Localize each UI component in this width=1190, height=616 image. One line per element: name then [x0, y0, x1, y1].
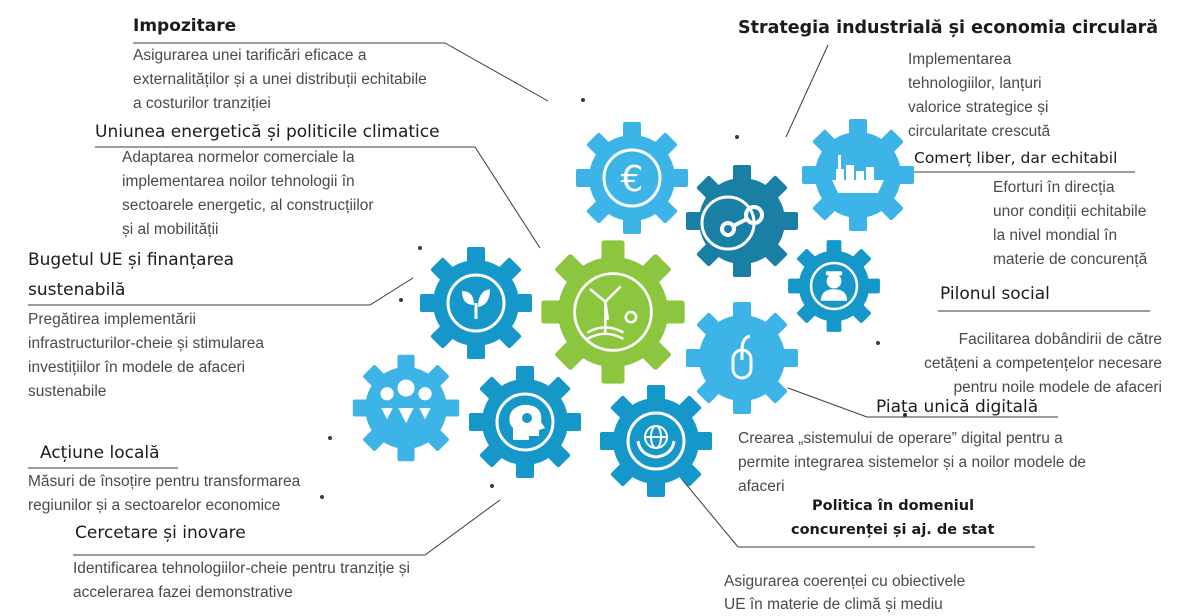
- body-line: tehnologiilor, lanțuri: [908, 75, 1042, 92]
- gear-head-lightbulb: [469, 366, 581, 478]
- body-line: regiunilor și a sectoarelor economice: [28, 497, 281, 514]
- connector-cercetare: [73, 499, 501, 556]
- body-uniunea-energetica: Adaptarea normelor comerciale la impleme…: [122, 146, 374, 242]
- dot: [581, 98, 585, 102]
- body-actiune-locala: Măsuri de însoțire pentru transformarea …: [28, 470, 300, 518]
- body-line: Eforturi în direcția: [993, 179, 1115, 196]
- body-line: externalităților și a unei distribuții e…: [133, 71, 427, 88]
- person-icon: [820, 271, 848, 301]
- body-politica-concurenta: Asigurarea coerenței cu obiectivele UE î…: [724, 570, 965, 616]
- body-line: infrastructurilor-cheie și stimularea: [28, 335, 265, 352]
- body-line: Măsuri de însoțire pentru transformarea: [28, 473, 301, 490]
- connector-politica: [679, 476, 1035, 548]
- gear-globe-hands: [600, 385, 712, 497]
- body-line: Crearea „sistemului de operare” digital …: [738, 430, 1063, 447]
- body-line: Identificarea tehnologiilor-cheie pentru…: [73, 560, 410, 577]
- body-line: permite integrarea sistemelor și a noilo…: [738, 454, 1087, 471]
- body-line: sectoarele energetic, al construcțiilor: [122, 197, 374, 214]
- body-line: valorice strategice și: [908, 99, 1049, 116]
- dot: [399, 298, 403, 302]
- body-piata-unica: Crearea „sistemului de operare” digital …: [738, 427, 1086, 499]
- title-politica-concurenta: Politica în domeniul: [812, 498, 975, 514]
- title-politica-concurenta-2: concurenței și aj. de stat: [791, 522, 995, 538]
- dot: [490, 484, 494, 488]
- body-line: și al mobilității: [122, 221, 219, 238]
- mouse-icon: [731, 334, 753, 380]
- ship-icon: [832, 155, 884, 193]
- wind-turbine-icon: [586, 285, 638, 341]
- title-piata-unica: Piața unică digitală: [876, 397, 1039, 417]
- dot: [903, 413, 907, 417]
- body-line: accelerarea fazei demonstrative: [73, 584, 293, 601]
- body-line: Asigurarea coerenței cu obiectivele: [724, 573, 966, 590]
- body-line: pentru noile modele de afaceri: [953, 379, 1162, 396]
- body-line: implementarea noilor tehnologii în: [122, 173, 355, 190]
- body-line: a costurilor tranziției: [133, 95, 271, 112]
- body-line: Adaptarea normelor comerciale la: [122, 149, 355, 166]
- body-line: Asigurarea unei tarificări eficace a: [133, 47, 367, 64]
- gear-steam: [686, 165, 798, 277]
- gear-map-pins: [352, 354, 460, 462]
- body-line: UE în materie de climă și mediu: [724, 596, 943, 613]
- connector-uniunea: [95, 146, 541, 249]
- title-actiune-locala: Acțiune locală: [40, 443, 160, 463]
- dot: [320, 495, 324, 499]
- body-line: afaceri: [738, 478, 785, 495]
- globe-hands-icon: [636, 425, 676, 459]
- body-line: sustenabile: [28, 383, 107, 400]
- connector-piata: [787, 387, 1058, 418]
- title-bugetul: Bugetul UE și finanțarea: [28, 250, 235, 270]
- gear-mouse: [686, 302, 798, 414]
- body-line: unor condiții echitabile: [993, 203, 1147, 220]
- gear-person: [788, 240, 880, 332]
- dot: [735, 135, 739, 139]
- body-impozitare: Asigurarea unei tarificări eficace a ext…: [133, 44, 427, 116]
- body-line: Facilitarea dobândirii de către: [958, 331, 1162, 348]
- body-cercetare: Identificarea tehnologiilor-cheie pentru…: [73, 557, 410, 605]
- title-strategia-industriala: Strategia industrială și economia circul…: [738, 18, 1159, 38]
- title-pilonul-social: Pilonul social: [940, 284, 1050, 304]
- title-bugetul-2: sustenabilă: [28, 280, 126, 300]
- title-cercetare: Cercetare și inovare: [75, 523, 246, 543]
- body-pilonul-social: Facilitarea dobândirii de către cetățeni…: [910, 328, 1162, 400]
- title-impozitare: Impozitare: [133, 16, 237, 36]
- body-line: materie de concurență: [993, 251, 1148, 268]
- body-bugetul: Pregătirea implementării infrastructuril…: [28, 308, 264, 404]
- title-comert-liber: Comerț liber, dar echitabil: [914, 149, 1118, 167]
- body-line: Pregătirea implementării: [28, 311, 196, 328]
- body-line: la nivel mondial în: [993, 227, 1118, 244]
- head-lightbulb-icon: [509, 404, 545, 440]
- dot: [418, 246, 422, 250]
- connector-bugetul: [28, 277, 414, 306]
- connector-impozitare: [133, 42, 549, 102]
- gear-wind-turbine: [541, 240, 685, 384]
- connector-strategia: [785, 44, 829, 138]
- body-line: investițiilor în modele de afaceri: [28, 359, 246, 376]
- steam-icon: [700, 195, 764, 251]
- body-line: cetățeni a competențelor necesare: [924, 355, 1162, 372]
- dot: [876, 341, 880, 345]
- dot: [328, 436, 332, 440]
- gear-ship: [802, 119, 914, 231]
- body-strategia-industriala: Implementarea tehnologiilor, lanțuri val…: [908, 48, 1050, 144]
- body-comert-liber: Eforturi în direcția unor condiții echit…: [993, 176, 1147, 272]
- title-uniunea-energetica: Uniunea energetică și politicile climati…: [95, 122, 440, 142]
- map-pins-icon: [380, 379, 432, 424]
- body-line: circularitate crescută: [908, 123, 1051, 140]
- leaf-icon: [462, 289, 490, 319]
- euro-icon: €: [621, 159, 644, 200]
- gear-leaf: [420, 247, 532, 359]
- body-line: Implementarea: [908, 51, 1012, 68]
- gear-euro: €: [576, 122, 688, 234]
